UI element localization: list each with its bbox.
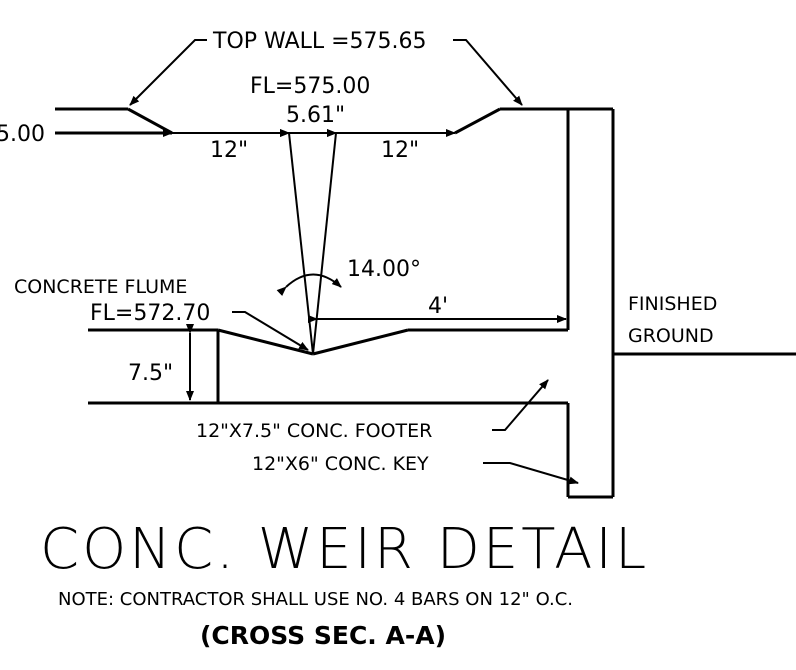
fl-flume-label: FL=572.70 — [90, 301, 210, 326]
flume-left-slope — [217, 328, 314, 356]
footer-leader — [492, 379, 549, 431]
fl-top-label: FL=575.00 — [250, 74, 370, 99]
angle-arc — [276, 273, 342, 297]
key-label: 12"X6" CONC. KEY — [252, 453, 429, 475]
v-notch-right — [312, 132, 337, 355]
width-top-label: 5.61" — [286, 103, 345, 128]
top-wall-label: TOP WALL =575.65 — [212, 29, 427, 54]
ground-label: GROUND — [628, 325, 714, 347]
finished-label: FINISHED — [628, 293, 717, 315]
dim-12-right-label: 12" — [381, 138, 419, 163]
angle-label: 14.00° — [347, 257, 421, 282]
top-wall-right — [454, 107, 568, 135]
v-notch-left — [288, 132, 314, 355]
section-label: (CROSS SEC. A-A) — [200, 621, 446, 650]
top-wall-leader-left — [129, 39, 207, 106]
top-wall-leader-right — [453, 39, 523, 106]
concrete-flume-label: CONCRETE FLUME — [14, 276, 187, 298]
dim-12-left-label: 12" — [210, 138, 248, 163]
flume-leader — [232, 311, 309, 351]
contractor-note: NOTE: CONTRACTOR SHALL USE NO. 4 BARS ON… — [58, 589, 573, 610]
flume-right-slope — [312, 328, 409, 356]
left-elevation-label: 5.00 — [0, 122, 45, 147]
drawing-title: CONC. WEIR DETAIL — [40, 517, 649, 582]
dim-7-5-label: 7.5" — [128, 361, 173, 386]
footer-label: 12"X7.5" CONC. FOOTER — [196, 420, 432, 442]
dim-4-label: 4' — [428, 294, 448, 319]
top-wall-left — [55, 107, 173, 135]
key-leader — [483, 462, 579, 485]
